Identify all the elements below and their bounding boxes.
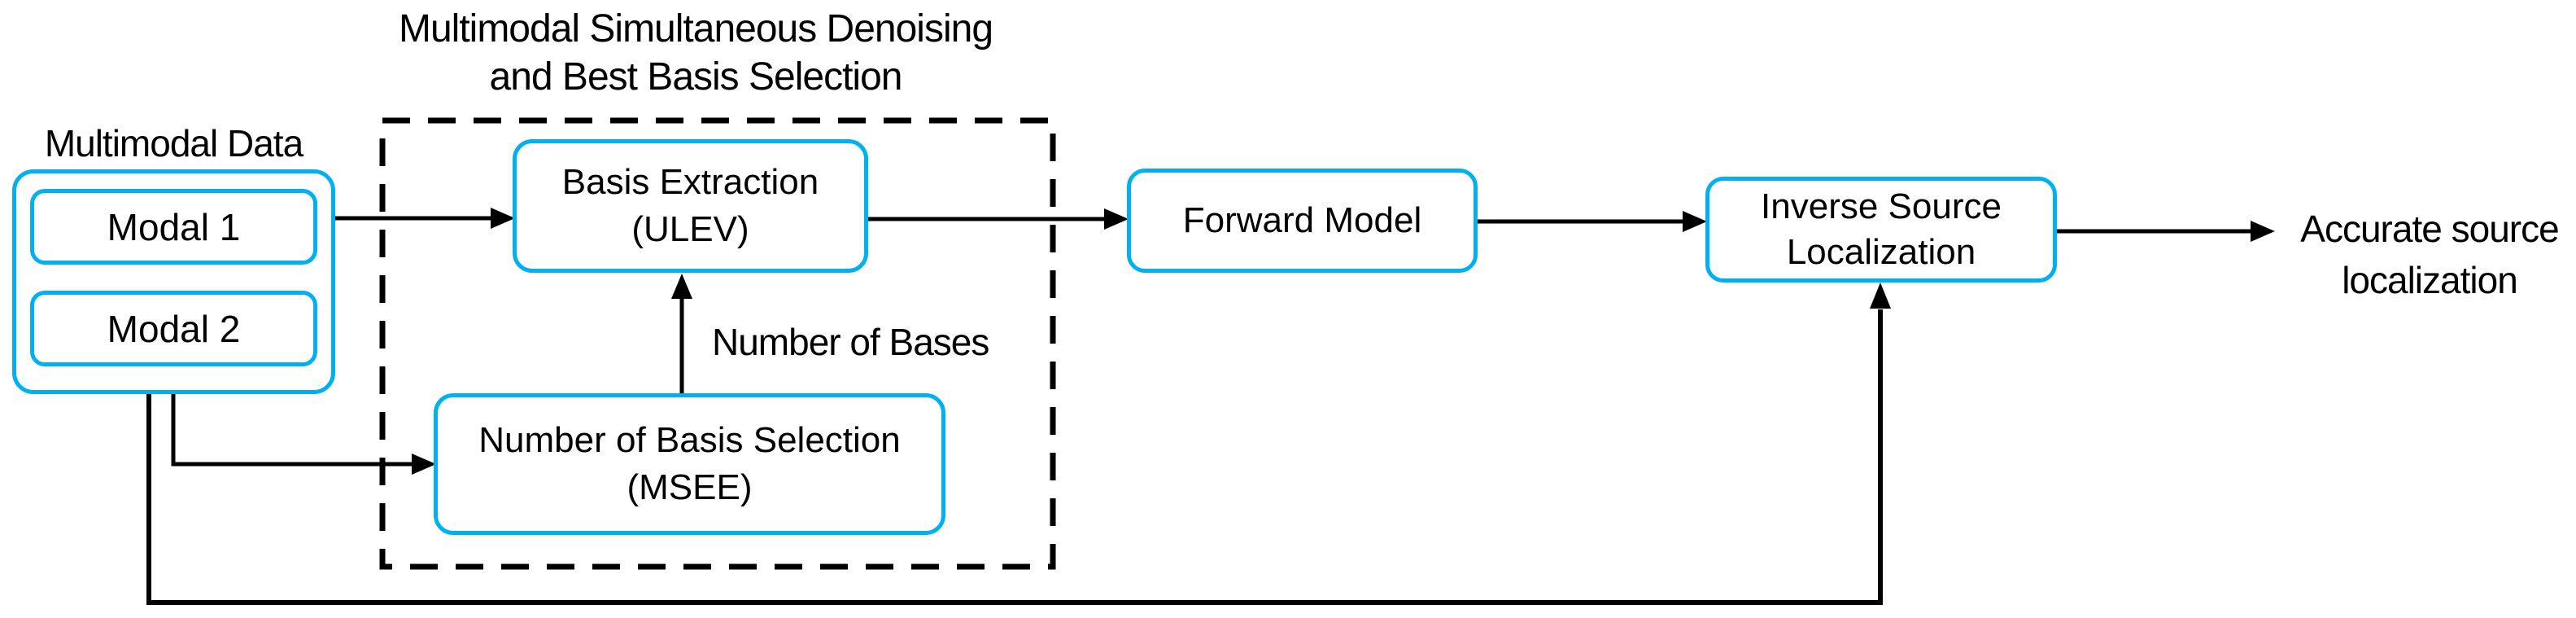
basis-extraction-label-line2: (ULEV): [631, 209, 749, 249]
modal-1-box: Modal 1: [30, 189, 317, 265]
arrowhead-into-forward-model: [1104, 208, 1129, 230]
arrowhead-into-basis-extraction: [491, 208, 515, 229]
number-of-basis-selection-label-line1: Number of Basis Selection: [478, 420, 901, 460]
modal-2-box: Modal 2: [30, 291, 317, 366]
arrowhead-into-ulev-bottom: [671, 274, 692, 299]
denoising-group-title-line1: Multimodal Simultaneous Denoising: [398, 7, 993, 50]
forward-model-label: Forward Model: [1182, 200, 1422, 240]
arrow-multimodal-to-inverse-source-line: [146, 309, 1883, 605]
number-of-basis-selection-box: Number of Basis Selection (MSEE): [434, 393, 945, 535]
arrowhead-into-output-text: [2251, 221, 2275, 242]
arrowhead-into-inverse-source-bottom: [1870, 283, 1891, 309]
output-annotation-line2: localization: [2342, 259, 2518, 301]
inverse-source-localization-box: Inverse Source Localization: [1705, 177, 2057, 283]
number-of-bases-label: Number of Bases: [712, 321, 989, 363]
output-annotation-line1: Accurate source: [2300, 208, 2559, 250]
denoising-group-title: Multimodal Simultaneous Denoising and Be…: [289, 5, 1102, 101]
arrowhead-into-msee: [412, 454, 436, 475]
inverse-source-localization-label-line1: Inverse Source: [1761, 186, 2002, 226]
basis-extraction-label-line1: Basis Extraction: [561, 162, 819, 202]
denoising-group-title-line2: and Best Basis Selection: [489, 55, 903, 99]
multimodal-data-label: Multimodal Data: [44, 122, 303, 164]
arrowhead-into-inverse-source: [1683, 211, 1707, 232]
number-of-basis-selection-label-line2: (MSEE): [627, 467, 753, 507]
inverse-source-localization-label-line2: Localization: [1786, 232, 1976, 272]
arrow-multimodal-to-msee-line: [171, 392, 412, 467]
modal-2-label: Modal 2: [107, 307, 241, 350]
basis-extraction-box: Basis Extraction (ULEV): [513, 139, 868, 273]
forward-model-box: Forward Model: [1127, 169, 1478, 273]
output-annotation: Accurate source localization: [2283, 204, 2576, 306]
modal-1-label: Modal 1: [107, 205, 241, 248]
